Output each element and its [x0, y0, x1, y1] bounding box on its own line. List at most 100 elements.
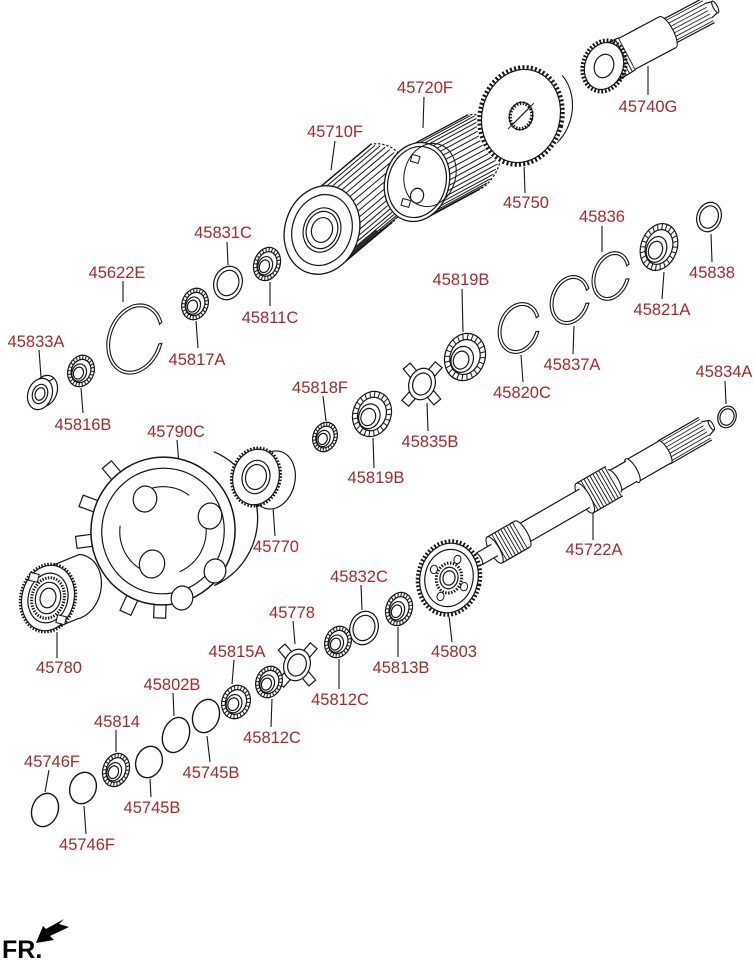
part-label-45838: 45838 [689, 264, 735, 282]
part-45819B [443, 332, 487, 382]
part-label-45819B: 45819B [433, 271, 490, 289]
leader-45821A [661, 271, 665, 300]
part-label-45778: 45778 [269, 604, 315, 622]
part-45817A [181, 287, 209, 321]
leader-45803 [448, 615, 453, 643]
part-label-45817A: 45817A [169, 351, 226, 369]
part-label-45818F: 45818F [292, 379, 348, 397]
part-45836 [591, 251, 630, 301]
part-45790C [74, 451, 259, 619]
part-label-45814: 45814 [94, 713, 140, 731]
part-45812C [324, 625, 352, 659]
leader-45837A [572, 325, 575, 355]
part-label-45745B: 45745B [183, 764, 240, 782]
part-45746F2 [68, 771, 98, 805]
part-label-45835B: 45835B [402, 433, 459, 451]
leader-45770 [272, 506, 276, 537]
part-label-45811C: 45811C [242, 309, 299, 327]
part-45815A [221, 684, 251, 720]
leader-45710F [330, 140, 336, 171]
part-label-45780: 45780 [36, 659, 82, 677]
part-label-45831C: 45831C [194, 224, 252, 242]
part-label-45802B: 45802B [144, 676, 201, 694]
leader-45745B2 [149, 778, 152, 798]
leader-45815A [231, 659, 235, 685]
leader-45820C [520, 354, 524, 383]
parts-layer [18, 0, 737, 828]
part-label-45740G: 45740G [619, 98, 678, 116]
part-label-45750: 45750 [503, 194, 549, 212]
leader-45819B2 [372, 437, 375, 469]
leader-45778 [292, 620, 296, 645]
part-45831C [213, 265, 243, 301]
part-label-45812C2: 45812C [243, 729, 301, 747]
part-label-45816B: 45816B [55, 416, 112, 434]
part-45813B [384, 591, 414, 627]
leader-45745B [206, 735, 211, 763]
leader-45833A [38, 349, 42, 378]
labels-layer: 45710F 45720F 45750 45740G 45836 45838 45821A 4… [8, 79, 753, 854]
part-label-45803: 45803 [431, 643, 477, 661]
part-45837A [549, 275, 590, 325]
part-45818F [312, 421, 338, 453]
part-label-45770: 45770 [253, 538, 299, 556]
part-45740G [580, 0, 720, 94]
part-label-45746F: 45746F [24, 753, 80, 771]
part-45745B [191, 698, 221, 734]
part-45745B2 [134, 745, 164, 779]
leader-45817A [195, 320, 199, 349]
part-label-45837A: 45837A [544, 356, 601, 374]
part-45770 [229, 446, 296, 510]
leader-45746F2 [83, 805, 87, 835]
part-label-45821A: 45821A [634, 301, 691, 319]
leader-45816B [80, 387, 84, 414]
part-label-45722A: 45722A [566, 541, 623, 559]
leader-45720F [422, 96, 425, 129]
part-label-45832C: 45832C [330, 568, 388, 586]
leader-lines-layer [38, 66, 727, 835]
fr-label: FR. [2, 936, 42, 961]
leader-45812C2 [270, 698, 273, 728]
part-45722A [474, 416, 716, 566]
part-45780 [18, 553, 102, 634]
part-label-45720F: 45720F [397, 79, 453, 97]
part-45816B [67, 354, 95, 388]
part-label-45790C: 45790C [147, 423, 205, 441]
fr-marker: FR. [2, 919, 69, 961]
fr-arrow-icon [36, 919, 69, 943]
part-label-45812C: 45812C [311, 691, 369, 709]
part-45834A [717, 405, 737, 429]
part-45838 [696, 201, 722, 233]
leader-45834A [724, 380, 727, 405]
part-45812C2 [255, 665, 283, 699]
leader-45831C [226, 241, 229, 266]
part-45821A [639, 223, 679, 271]
part-45833A [26, 374, 59, 411]
part-45832C [349, 610, 379, 646]
part-45820C [497, 302, 540, 354]
part-label-45746F2: 45746F [59, 836, 115, 854]
leader-45835B [426, 402, 429, 432]
part-label-45833A: 45833A [8, 333, 65, 351]
part-45803 [415, 539, 483, 617]
part-45622E [106, 303, 163, 375]
part-label-45819B2: 45819B [348, 469, 405, 487]
part-label-45836: 45836 [579, 208, 625, 226]
leader-45832C [360, 584, 363, 611]
part-45819B2 [351, 390, 393, 438]
part-45811C [252, 246, 282, 282]
part-45746F [30, 792, 60, 828]
part-label-45834A: 45834A [696, 363, 753, 381]
part-45814 [101, 752, 131, 788]
part-label-45710F: 45710F [307, 123, 363, 141]
leader-45802B [172, 692, 175, 717]
leader-45746F [44, 769, 50, 793]
part-45750 [476, 64, 574, 168]
leader-45819B [461, 288, 464, 333]
part-label-45815A: 45815A [209, 643, 266, 661]
part-label-45622E: 45622E [89, 264, 146, 282]
part-45835B [401, 360, 443, 408]
part-45802B [161, 716, 191, 754]
